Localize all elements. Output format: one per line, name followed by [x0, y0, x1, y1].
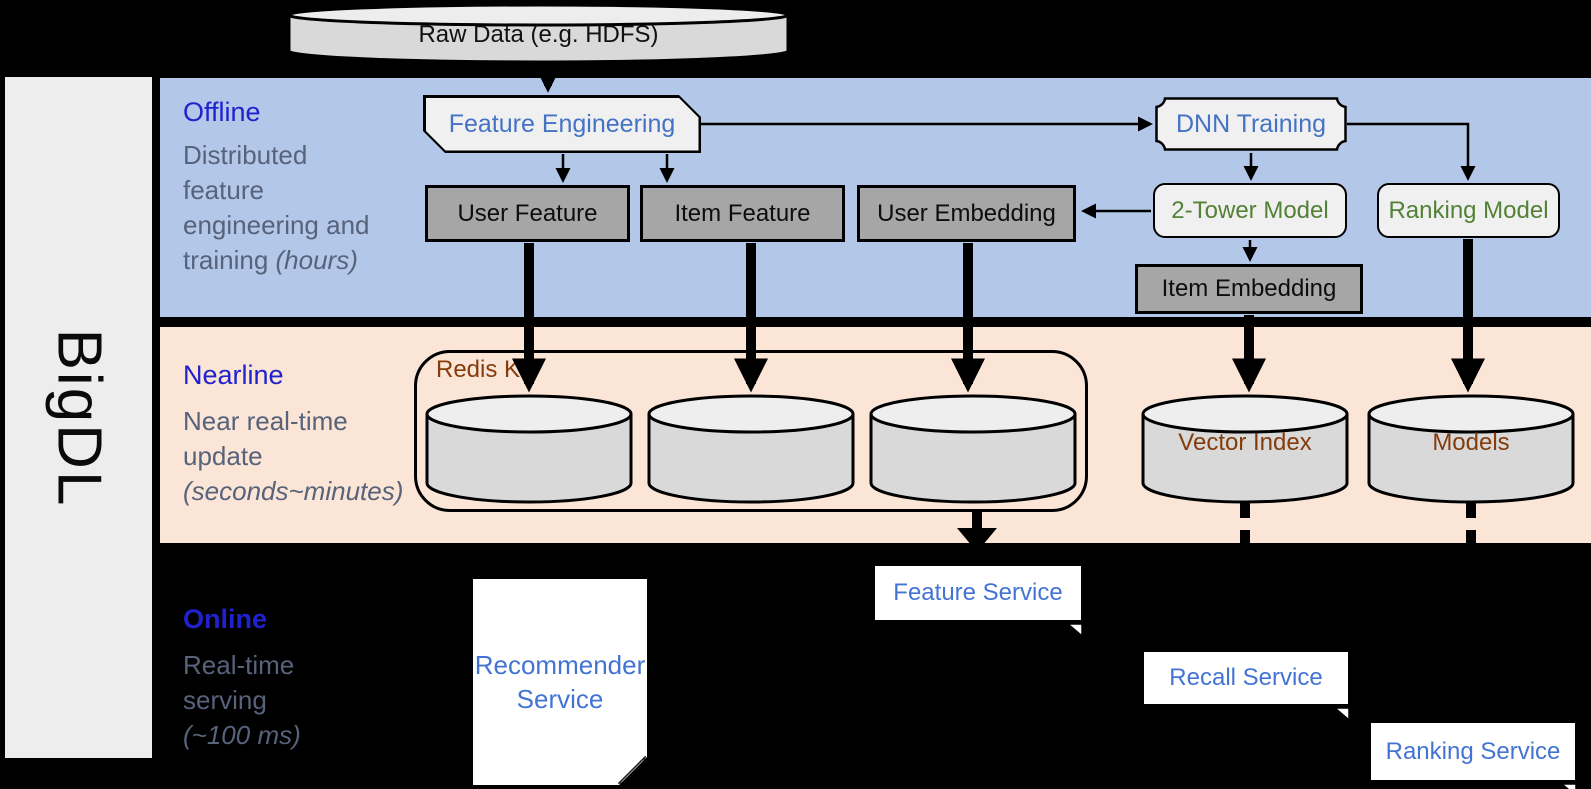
- user-embedding-label: User Embedding: [877, 199, 1056, 227]
- ranking-service-label: Ranking Service: [1385, 737, 1561, 765]
- feature-engineering-node: Feature Engineering: [423, 95, 701, 153]
- redis-shard-cylinder-3: [869, 393, 1077, 505]
- vector-index-cylinder: Vector Index: [1141, 393, 1349, 505]
- nearline-line1: Near real-time: [183, 406, 348, 436]
- dnn-training-node: DNN Training: [1155, 97, 1347, 151]
- offline-line2: feature: [183, 175, 264, 205]
- vector-index-label: Vector Index: [1178, 429, 1312, 456]
- models-label: Models: [1432, 429, 1510, 456]
- item-feature-node: Item Feature: [640, 185, 845, 242]
- user-feature-node: User Feature: [425, 185, 630, 242]
- models-cylinder: Models: [1367, 393, 1575, 505]
- item-embedding-label: Item Embedding: [1161, 275, 1337, 302]
- online-description: Real-time serving (~100 ms): [183, 648, 301, 753]
- offline-line4: training (hours): [183, 245, 358, 275]
- nearline-line2: update: [183, 441, 263, 471]
- feature-service-label: Feature Service: [893, 579, 1063, 606]
- cylinder-shape: [1141, 394, 1349, 504]
- feature-engineering-fill: [426, 98, 699, 151]
- redis-kv-label: Redis KV: [436, 356, 537, 383]
- raw-data-label: Raw Data (e.g. HDFS): [418, 21, 659, 48]
- folded-corner-icon: [618, 756, 647, 785]
- folded-corner-icon: [1065, 616, 1084, 638]
- cylinder-shape: [1367, 394, 1575, 504]
- two-tower-model-label: 2-Tower Model: [1171, 196, 1329, 224]
- recall-service-node: Recall Service: [1144, 652, 1350, 722]
- redis-shard-cylinder-2: [647, 393, 855, 505]
- folded-corner-icon: [1559, 776, 1578, 789]
- two-tower-model-node: 2-Tower Model: [1153, 183, 1347, 238]
- feature-engineering-label: Feature Engineering: [448, 109, 676, 138]
- feature-service-node: Feature Service: [875, 566, 1083, 638]
- dnn-training-label: DNN Training: [1175, 109, 1327, 138]
- folded-corner-icon: [1332, 700, 1351, 722]
- raw-data-cylinder: Raw Data (e.g. HDFS): [287, 3, 790, 65]
- cylinder-shape: [425, 394, 633, 504]
- recall-service-label: Recall Service: [1169, 664, 1323, 691]
- nearline-title: Nearline: [183, 360, 284, 390]
- ranking-model-node: Ranking Model: [1377, 183, 1560, 238]
- nearline-description: Near real-time update (seconds~minutes): [183, 404, 403, 509]
- offline-title: Offline: [183, 97, 261, 127]
- item-feature-label: Item Feature: [674, 199, 811, 227]
- bigdl-sidebar: BigDL: [5, 77, 152, 758]
- recommender-service-node: Recommender Service: [473, 579, 647, 785]
- online-line3: (~100 ms): [183, 720, 301, 750]
- offline-description: Distributed feature engineering and trai…: [183, 138, 370, 278]
- user-feature-label: User Feature: [457, 199, 598, 227]
- cylinder-shape: [869, 394, 1077, 504]
- offline-line1: Distributed: [183, 140, 308, 170]
- cylinder-shape: [287, 3, 790, 64]
- online-line1: Real-time: [183, 650, 295, 680]
- item-embedding-node: Item Embedding: [1135, 264, 1363, 314]
- plaque-shape: [1155, 97, 1347, 151]
- user-embedding-node: User Embedding: [857, 185, 1076, 242]
- nearline-line3: (seconds~minutes): [183, 476, 404, 506]
- ranking-model-label: Ranking Model: [1388, 196, 1549, 224]
- cylinder-shape: [647, 394, 855, 504]
- online-line2: serving: [183, 685, 267, 715]
- redis-shard-cylinder-1: [425, 393, 633, 505]
- bigdl-brand-label: BigDL: [44, 328, 113, 507]
- online-title: Online: [183, 604, 268, 634]
- recommender-service-label: Recommender Service: [474, 650, 646, 714]
- offline-line3: engineering and: [183, 210, 370, 240]
- ranking-service-node: Ranking Service: [1371, 723, 1577, 789]
